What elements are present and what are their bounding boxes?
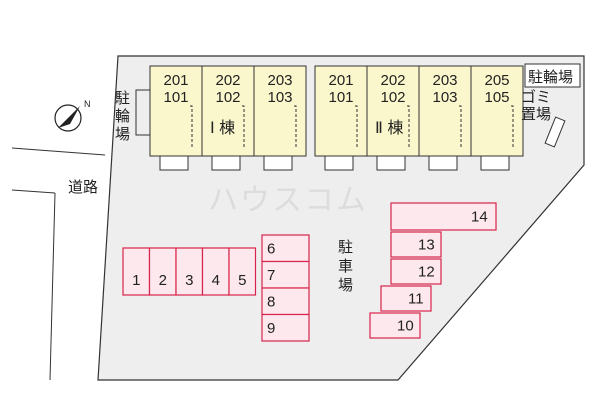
unit-lower-number: 103 xyxy=(267,89,292,106)
unit-upper-number: 203 xyxy=(267,72,292,89)
parking-space-7: 7 xyxy=(261,260,310,289)
parking-space-4: 4 xyxy=(201,247,230,296)
parking-space-number: 12 xyxy=(418,264,435,281)
balcony xyxy=(324,155,354,171)
parking-space-5: 5 xyxy=(228,247,257,296)
parking-space-number: 5 xyxy=(238,272,246,289)
watermark: ハウスコム xyxy=(208,184,368,217)
unit-lower-number: 105 xyxy=(484,89,509,106)
bicycle-parking-left-label: 駐輪場 xyxy=(115,90,130,143)
parking-space-number: 8 xyxy=(267,293,275,310)
parking-space-8: 8 xyxy=(261,287,310,316)
parking-space-2: 2 xyxy=(148,247,177,296)
building-label: Ⅱ 棟 xyxy=(375,119,403,137)
parking-space-3: 3 xyxy=(175,247,204,296)
unit-lower-number: 102 xyxy=(215,89,240,106)
unit-lower-number: 101 xyxy=(328,89,353,106)
balcony xyxy=(480,155,510,171)
balcony xyxy=(263,155,293,171)
parking-space-12: 12 xyxy=(390,258,442,285)
unit-lower-number: 103 xyxy=(432,89,457,106)
bicycle-parking-left: 駐輪場 xyxy=(115,89,150,143)
unit-upper-number: 203 xyxy=(432,72,457,89)
parking-space-number: 13 xyxy=(418,237,435,254)
balcony xyxy=(428,155,458,171)
unit-upper-number: 201 xyxy=(163,72,188,89)
garbage-area-label: ゴミ置場 xyxy=(521,88,551,123)
parking-space-14: 14 xyxy=(390,202,497,231)
parking-space-number: 11 xyxy=(408,291,424,308)
building-label: Ⅰ 棟 xyxy=(210,119,235,137)
unit-lower-number: 102 xyxy=(380,89,405,106)
garbage-box xyxy=(544,116,566,148)
parking-space-number: 14 xyxy=(471,209,488,226)
parking-space-9: 9 xyxy=(261,313,310,342)
unit-upper-number: 205 xyxy=(484,72,509,89)
parking-space-6: 6 xyxy=(261,234,310,263)
balcony xyxy=(211,155,241,171)
parking-space-11: 11 xyxy=(380,285,432,312)
balcony xyxy=(159,155,189,171)
parking-space-number: 3 xyxy=(185,272,193,289)
parking-space-13: 13 xyxy=(390,231,442,258)
bicycle-parking-right: 駐輪場 xyxy=(524,63,581,88)
unit-upper-number: 202 xyxy=(380,72,405,89)
parking-space-number: 9 xyxy=(267,320,275,337)
parking-label: 駐車場 xyxy=(338,239,353,294)
unit-upper-number: 202 xyxy=(215,72,240,89)
road: 道路 xyxy=(11,147,106,381)
parking-space-number: 7 xyxy=(267,267,275,284)
parking-space-number: 6 xyxy=(267,240,275,257)
balcony xyxy=(376,155,406,171)
road-label: 道路 xyxy=(68,179,98,196)
parking-space-number: 4 xyxy=(212,272,220,289)
north-label: N xyxy=(84,99,91,109)
unit-upper-number: 201 xyxy=(328,72,353,89)
north-arrow-icon: N xyxy=(54,99,91,132)
unit-lower-number: 101 xyxy=(163,89,188,106)
garbage-area: ゴミ置場 xyxy=(521,88,566,148)
parking-space-1: 1 xyxy=(122,247,151,296)
parking-space-number: 10 xyxy=(397,318,414,335)
parking-space-10: 10 xyxy=(369,312,421,339)
parking-space-number: 2 xyxy=(159,272,167,289)
parking-space-number: 1 xyxy=(132,272,140,289)
bicycle-parking-right-label: 駐輪場 xyxy=(528,69,573,86)
